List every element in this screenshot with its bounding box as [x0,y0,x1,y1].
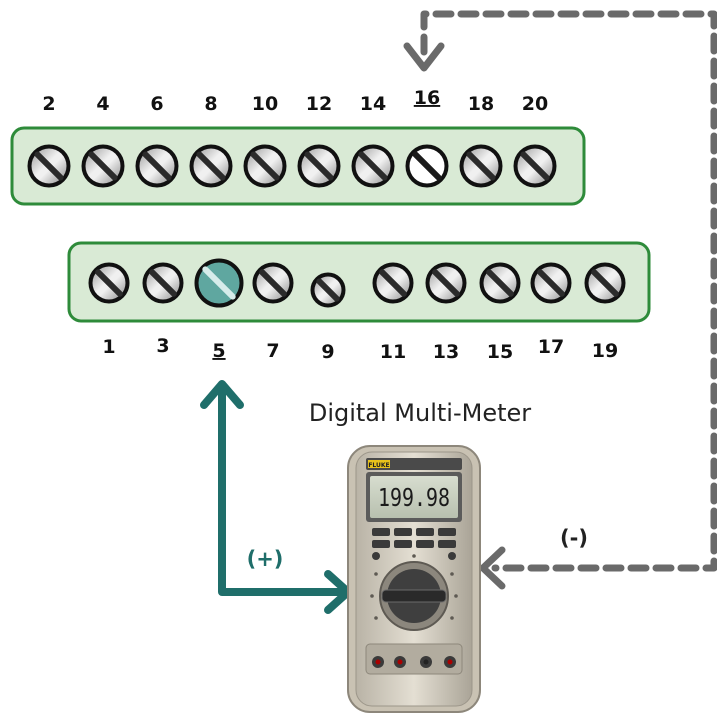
terminal-screw-highlighted [405,144,449,188]
bottom-terminal-label: 3 [156,335,169,357]
meter-reading: 199.98 [378,483,450,512]
terminal-screw [530,262,572,304]
terminal-screw [310,272,346,308]
top-terminal-screws [27,144,557,188]
terminal-screw [513,144,557,188]
top-terminal-label: 6 [150,93,163,115]
negative-arrowhead-down [403,42,445,72]
top-terminal-label: 18 [468,93,494,115]
top-terminal-label: 16 [414,87,440,109]
terminal-screw [584,262,626,304]
terminal-screw [479,262,521,304]
top-terminal-label: 12 [306,93,332,115]
terminal-screw [372,262,414,304]
terminal-screw [425,262,467,304]
terminal-screw [243,144,287,188]
meter-input-jacks [372,656,456,668]
positive-arrowhead-up [200,380,244,409]
bottom-terminal-label: 13 [433,341,459,363]
terminal-screw [81,144,125,188]
terminal-screw [252,262,294,304]
terminal-screw [297,144,341,188]
negative-label: (-) [560,526,588,550]
meter-jack-panel [365,643,463,675]
bottom-terminal-label: 9 [321,341,334,363]
negative-wire [403,10,717,590]
terminal-screw [189,144,233,188]
bottom-terminal-label: 1 [102,336,115,358]
top-terminal-label: 10 [252,93,278,115]
multimeter: FLUKE 199.98 [347,445,481,713]
terminal-screw [142,262,184,304]
terminal-screw-highlighted [194,258,244,308]
bottom-terminal-label: 15 [487,341,513,363]
meter-lcd [370,476,458,518]
bottom-terminal-label: 11 [380,341,406,363]
top-terminal-label: 2 [42,93,55,115]
terminal-screw [27,144,71,188]
bottom-terminal-screws [88,258,626,308]
meter-brand-logo [368,460,390,468]
top-terminal-label: 20 [522,93,548,115]
terminal-screw [351,144,395,188]
top-terminal-label: 4 [96,93,109,115]
top-terminal-label: 14 [360,93,386,115]
bottom-terminal-label: 19 [592,340,618,362]
meter-rotary-dial [370,554,458,631]
top-terminal-labels: 2 4 6 8 10 12 14 16 18 20 [42,87,548,115]
bottom-terminal-label: 7 [266,340,279,362]
top-terminal-label: 8 [204,93,217,115]
terminal-screw [88,262,130,304]
meter-brand: FLUKE [368,462,389,469]
terminal-screw [459,144,503,188]
bottom-terminal-label: 5 [212,340,225,362]
negative-arrowhead-left [479,546,506,590]
meter-buttons [372,528,456,560]
terminal-screw [135,144,179,188]
positive-label: (+) [247,547,284,571]
bottom-terminal-label: 17 [538,336,564,358]
meter-title: Digital Multi-Meter [309,399,531,427]
